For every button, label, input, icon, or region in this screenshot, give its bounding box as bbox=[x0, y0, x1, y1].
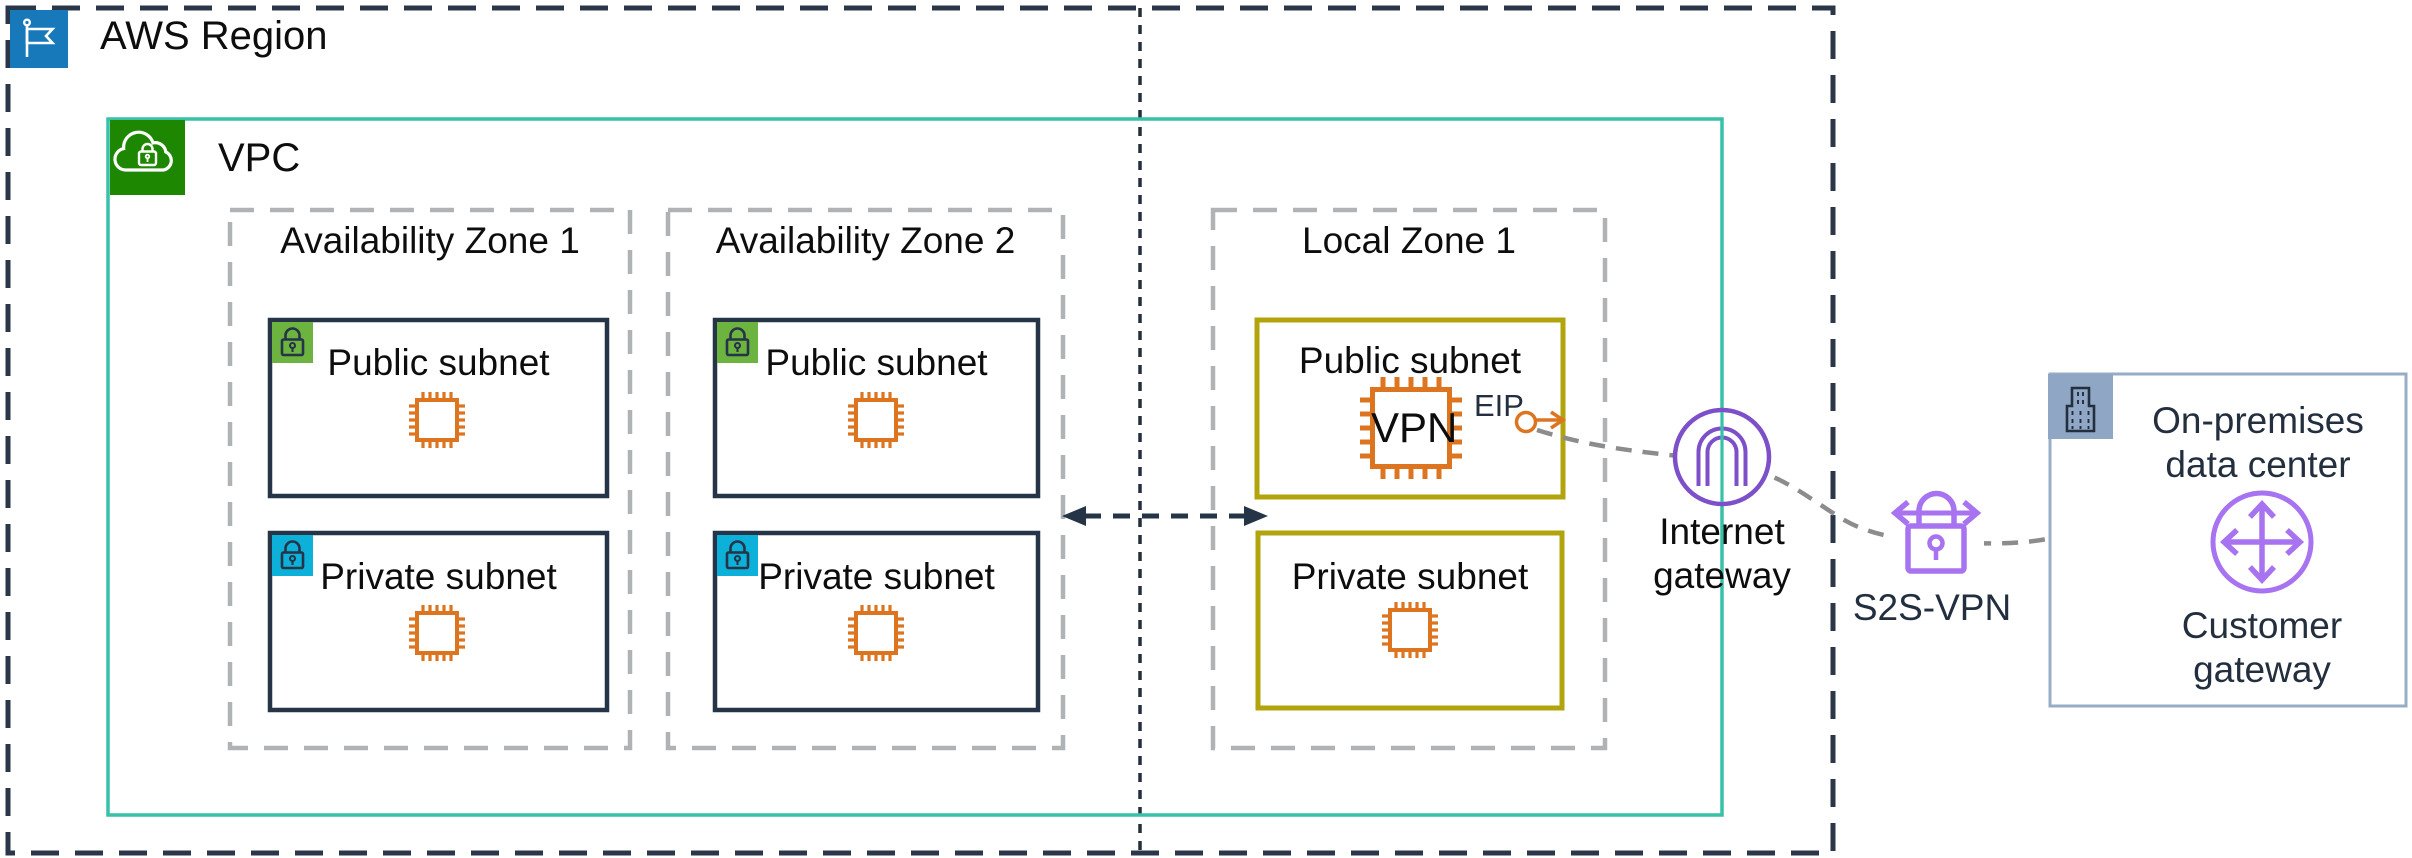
internet-gateway-icon bbox=[1672, 407, 1772, 507]
on-premises-building-icon bbox=[2048, 374, 2113, 439]
eip-attachment-icon bbox=[1514, 410, 1567, 434]
az1-public-subnet-label: Public subnet bbox=[327, 342, 550, 383]
aws-region-label: AWS Region bbox=[100, 14, 328, 58]
instance-chip-icon bbox=[846, 390, 906, 450]
vpc-cloud-lock-icon bbox=[110, 120, 185, 195]
eip-label: EIP bbox=[1474, 388, 1524, 423]
lz-private-subnet-label: Private subnet bbox=[1291, 556, 1529, 597]
internet-gateway-label: Internet gateway bbox=[1653, 511, 1791, 596]
availability-zone-1-label: Availability Zone 1 bbox=[280, 220, 580, 261]
availability-zone-2-label: Availability Zone 2 bbox=[715, 220, 1016, 261]
public-subnet-lock-icon bbox=[272, 322, 313, 363]
availability-zone-2-boundary bbox=[665, 207, 1066, 751]
customer-gateway-label: Customer gateway bbox=[2181, 605, 2343, 690]
s2s-vpn-lock-icon bbox=[1886, 476, 1984, 580]
vpc-label: VPC bbox=[218, 136, 301, 180]
az2-public-subnet-label: Public subnet bbox=[765, 342, 988, 383]
az1-private-subnet-label: Private subnet bbox=[320, 556, 557, 597]
private-subnet-lock-icon bbox=[272, 535, 313, 576]
s2s-vpn-label: S2S-VPN bbox=[1852, 587, 2012, 628]
lz-public-subnet-label: Public subnet bbox=[1298, 340, 1522, 381]
instance-chip-icon bbox=[407, 603, 467, 663]
instance-chip-icon bbox=[1380, 600, 1440, 660]
inter-zone-double-arrow bbox=[1062, 506, 1268, 526]
instance-chip-icon bbox=[846, 603, 906, 663]
aws-region-boundary bbox=[5, 5, 1836, 856]
instance-chip-icon bbox=[407, 390, 467, 450]
availability-zone-1-boundary bbox=[227, 207, 633, 751]
vpn-chip-label: VPN bbox=[1371, 404, 1458, 451]
private-subnet-lock-icon bbox=[717, 535, 758, 576]
public-subnet-lock-icon bbox=[717, 322, 758, 363]
customer-gateway-icon bbox=[2210, 490, 2314, 594]
az2-private-subnet-label: Private subnet bbox=[758, 556, 995, 597]
local-zone-1-label: Local Zone 1 bbox=[1302, 220, 1516, 261]
on-premises-label: On-premises data center bbox=[2152, 400, 2364, 485]
aws-region-flag-icon bbox=[10, 10, 68, 68]
local-zone-1-boundary bbox=[1210, 207, 1608, 751]
